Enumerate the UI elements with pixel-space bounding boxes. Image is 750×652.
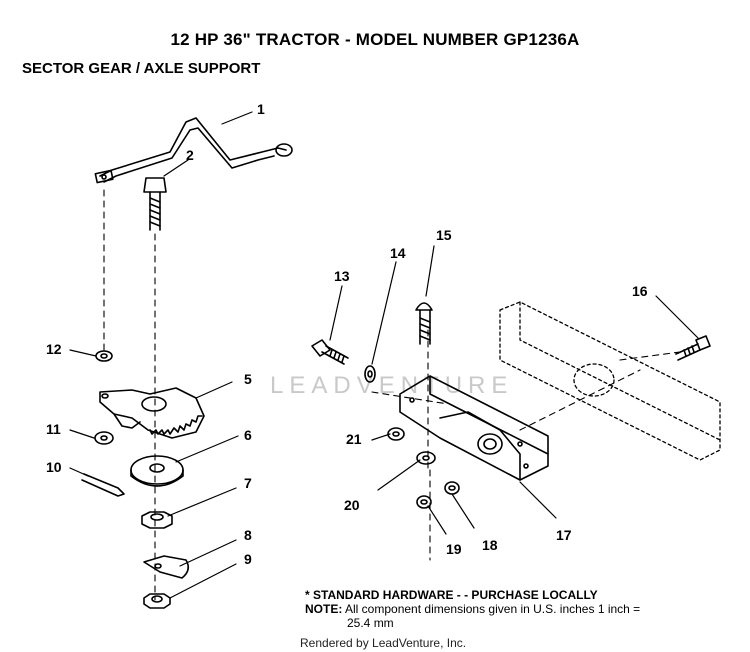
part-13-bolt [311,339,349,365]
frame-reference [499,301,721,461]
part-14-washer [364,365,376,383]
callout-10: 10 [46,459,62,475]
note-label: NOTE: [305,602,343,616]
callout-19: 19 [446,541,462,557]
part-12-nut [95,350,113,362]
callout-8: 8 [244,527,252,543]
callout-13: 13 [334,268,350,284]
note-continuation: 25.4 mm [347,616,394,630]
part-16-bolt [675,335,711,361]
dimension-note: NOTE: All component dimensions given in … [305,602,640,616]
callout-16: 16 [632,283,648,299]
callout-17: 17 [556,527,572,543]
callout-14: 14 [390,245,406,261]
part-9-nut [143,593,171,609]
part-8-clip [143,555,190,579]
part-2-bolt [143,177,167,231]
diagram-subtitle: SECTOR GEAR / AXLE SUPPORT [22,60,261,77]
part-7-nut [141,511,173,529]
part-21-nut [387,427,405,441]
callout-11: 11 [46,421,61,437]
diagram-title: 12 HP 36" TRACTOR - MODEL NUMBER GP1236A [170,30,580,49]
callout-2: 2 [186,147,194,163]
callout-18: 18 [482,537,498,553]
part-17-axle-support [399,375,549,481]
part-6-spacer [130,455,184,487]
part-5-sector-gear [99,387,205,439]
leader-lines [69,111,699,599]
part-15-carriage-bolt [415,302,433,345]
callout-15: 15 [436,227,452,243]
callout-9: 9 [244,551,252,567]
note-text: All component dimensions given in U.S. i… [345,602,641,616]
callout-21: 21 [346,431,362,447]
part-18-washer [444,481,460,495]
callout-7: 7 [244,475,252,491]
callout-12: 12 [46,341,62,357]
part-10-cotter-pin [81,473,125,497]
callout-20: 20 [344,497,360,513]
part-1-drag-link [94,117,293,184]
callout-1: 1 [257,101,265,117]
part-11-washer [94,431,114,445]
rendered-by-footer: Rendered by LeadVenture, Inc. [300,636,467,650]
callout-5: 5 [244,371,252,387]
part-19-nut [416,495,432,509]
standard-hardware-note: * STANDARD HARDWARE - - PURCHASE LOCALLY [305,588,598,602]
part-20-nut [416,451,436,465]
notes-block: * STANDARD HARDWARE - - PURCHASE LOCALLY… [305,588,640,630]
callout-6: 6 [244,427,252,443]
